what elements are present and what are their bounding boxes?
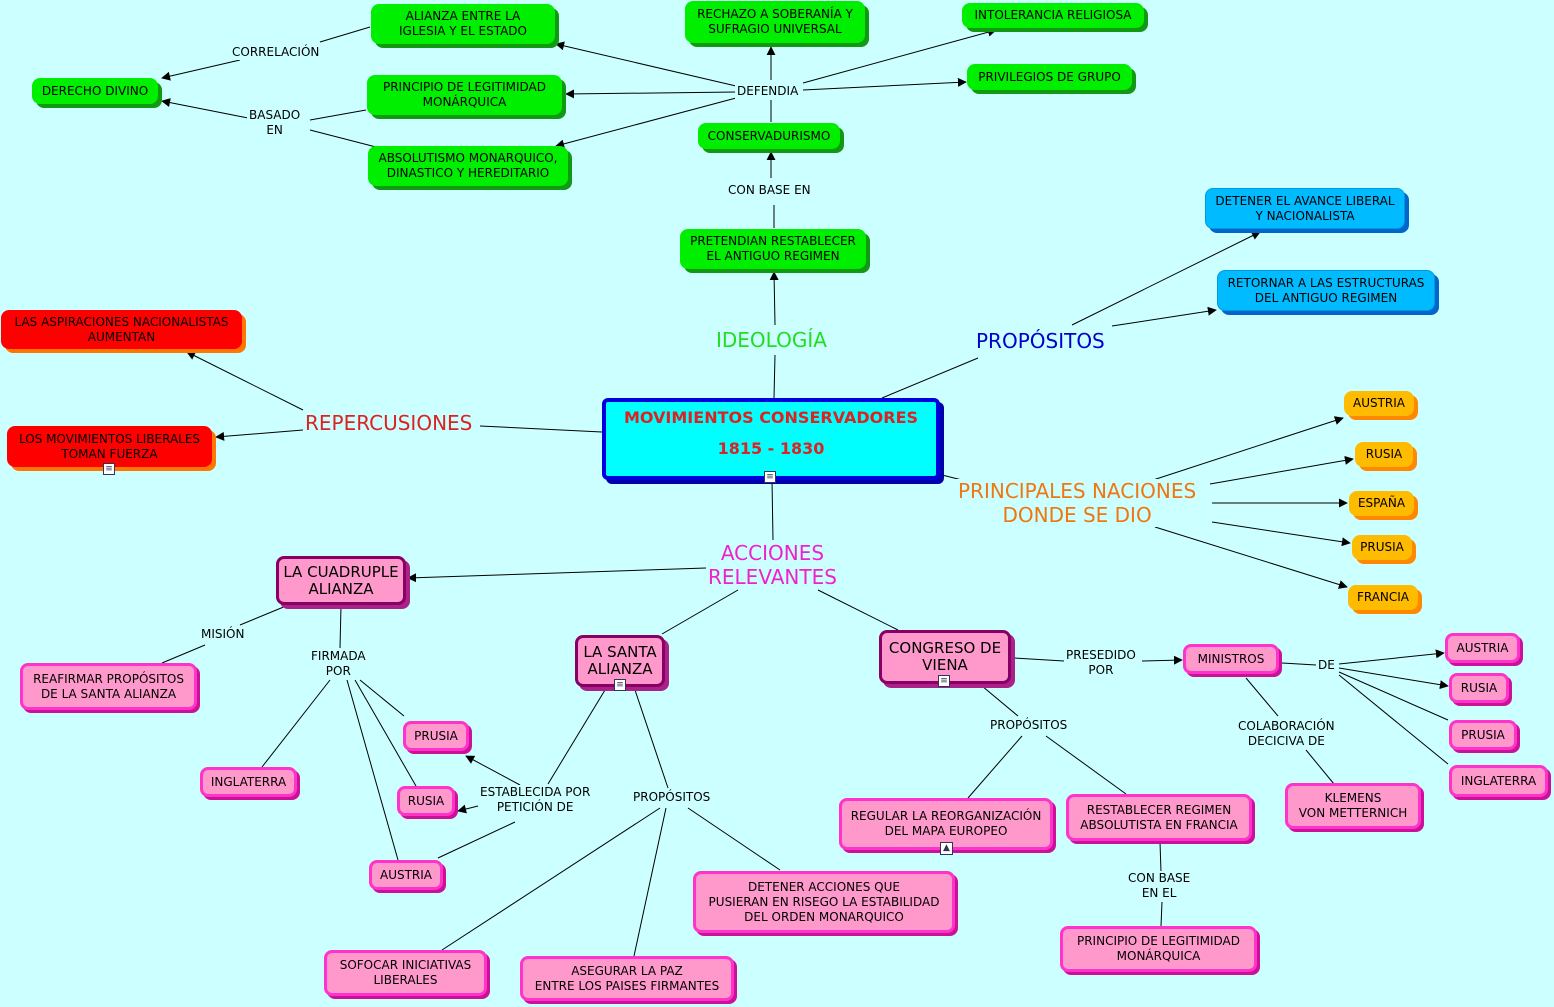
central-title: MOVIMIENTOS CONSERVADORES bbox=[623, 408, 919, 427]
node-rusia[interactable]: RUSIA bbox=[397, 786, 455, 816]
node-alianza-iglesia[interactable]: ALIANZA ENTRE LA IGLESIA Y EL ESTADO bbox=[371, 4, 555, 44]
node-sofocar[interactable]: SOFOCAR INICIATIVAS LIBERALES bbox=[324, 950, 487, 996]
label-propositos-santa: PROPÓSITOS bbox=[631, 790, 713, 805]
document-icon[interactable]: ≡ bbox=[614, 679, 626, 691]
node-nacion-austria[interactable]: AUSTRIA bbox=[1344, 391, 1414, 416]
node-cuadruple-alianza[interactable]: LA CUADRUPLE ALIANZA bbox=[276, 556, 406, 605]
node-ministro-rusia[interactable]: RUSIA bbox=[1449, 673, 1509, 703]
node-nacion-francia[interactable]: FRANCIA bbox=[1348, 585, 1418, 610]
node-ministro-austria[interactable]: AUSTRIA bbox=[1445, 633, 1520, 663]
node-metternich[interactable]: KLEMENS VON METTERNICH bbox=[1285, 783, 1421, 829]
label-correlacion: CORRELACIÓN bbox=[230, 45, 322, 60]
node-rechazo[interactable]: RECHAZO A SOBERANÍA Y SUFRAGIO UNIVERSAL bbox=[685, 1, 865, 43]
branch-acciones: ACCIONES RELEVANTES bbox=[706, 541, 839, 589]
node-detener-acciones[interactable]: DETENER ACCIONES QUE PUSIERAN EN RISEGO … bbox=[693, 871, 955, 933]
label-con-base-en-el: CON BASE EN EL bbox=[1126, 871, 1193, 901]
node-ministros[interactable]: MINISTROS bbox=[1183, 644, 1279, 674]
node-retornar[interactable]: RETORNAR A LAS ESTRUCTURAS DEL ANTIGUO R… bbox=[1217, 270, 1435, 311]
node-principio-legitimidad-2[interactable]: PRINCIPIO DE LEGITIMIDAD MONÁRQUICA bbox=[1060, 926, 1257, 972]
node-conservadurismo[interactable]: CONSERVADURISMO bbox=[698, 123, 840, 149]
node-ministro-inglaterra[interactable]: INGLATERRA bbox=[1449, 765, 1548, 797]
node-principio-legitimidad[interactable]: PRINCIPIO DE LEGITIMIDAD MONÁRQUICA bbox=[367, 75, 562, 115]
node-austria[interactable]: AUSTRIA bbox=[369, 860, 443, 890]
central-years: 1815 - 1830 bbox=[717, 439, 825, 458]
node-detener-avance[interactable]: DETENER EL AVANCE LIBERAL Y NACIONALISTA bbox=[1205, 188, 1405, 229]
branch-ideologia: IDEOLOGÍA bbox=[714, 328, 829, 352]
label-defendia: DEFENDIA bbox=[735, 84, 801, 99]
node-nacion-espana[interactable]: ESPAÑA bbox=[1349, 491, 1414, 516]
node-pretendian[interactable]: PRETENDIAN RESTABLECER EL ANTIGUO REGIME… bbox=[680, 229, 866, 269]
branch-repercusiones: REPERCUSIONES bbox=[303, 411, 475, 435]
node-prusia[interactable]: PRUSIA bbox=[403, 721, 469, 751]
label-establecida-por: ESTABLECIDA POR PETICIÓN DE bbox=[478, 785, 593, 815]
branch-naciones: PRINCIPALES NACIONES DONDE SE DIO bbox=[956, 479, 1199, 527]
image-icon[interactable]: ▲ bbox=[940, 842, 953, 855]
node-nacion-rusia[interactable]: RUSIA bbox=[1355, 442, 1413, 467]
node-asegurar-paz[interactable]: ASEGURAR LA PAZ ENTRE LOS PAISES FIRMANT… bbox=[520, 956, 734, 1001]
node-movimientos-liberales[interactable]: LOS MOVIMIENTOS LIBERALES TOMAN FUERZA bbox=[7, 426, 212, 467]
node-derecho-divino[interactable]: DERECHO DIVINO bbox=[32, 78, 158, 104]
label-con-base-en: CON BASE EN bbox=[726, 183, 813, 198]
document-icon[interactable]: ≡ bbox=[103, 463, 115, 475]
node-absolutismo[interactable]: ABSOLUTISMO MONARQUICO, DINASTICO Y HERE… bbox=[368, 146, 568, 186]
node-nacion-prusia[interactable]: PRUSIA bbox=[1352, 535, 1412, 560]
node-intolerancia[interactable]: INTOLERANCIA RELIGIOSA bbox=[962, 3, 1144, 28]
node-inglaterra[interactable]: INGLATERRA bbox=[200, 767, 297, 797]
label-firmada-por: FIRMADA POR bbox=[309, 649, 368, 679]
node-aspiraciones[interactable]: LAS ASPIRACIONES NACIONALISTAS AUMENTAN bbox=[1, 310, 242, 349]
node-ministro-prusia[interactable]: PRUSIA bbox=[1449, 720, 1517, 750]
node-privilegios[interactable]: PRIVILEGIOS DE GRUPO bbox=[967, 64, 1132, 90]
node-reafirmar[interactable]: REAFIRMAR PROPÓSITOS DE LA SANTA ALIANZA bbox=[20, 663, 197, 710]
label-basado-en: BASADO EN bbox=[247, 108, 303, 138]
branch-propositos: PROPÓSITOS bbox=[974, 329, 1107, 353]
central-topic[interactable]: MOVIMIENTOS CONSERVADORES 1815 - 1830 bbox=[602, 398, 940, 480]
document-icon[interactable]: ≡ bbox=[764, 471, 776, 483]
document-icon[interactable]: ≡ bbox=[938, 675, 950, 687]
label-mision: MISIÓN bbox=[199, 627, 247, 642]
label-presedido-por: PRESEDIDO POR bbox=[1064, 648, 1138, 678]
label-colaboracion: COLABORACIÓN DECICIVA DE bbox=[1236, 719, 1337, 749]
label-de: DE bbox=[1316, 658, 1337, 673]
node-restablecer-regimen[interactable]: RESTABLECER REGIMEN ABSOLUTISTA EN FRANC… bbox=[1066, 794, 1252, 841]
label-propositos-congreso: PROPÓSITOS bbox=[988, 718, 1070, 733]
